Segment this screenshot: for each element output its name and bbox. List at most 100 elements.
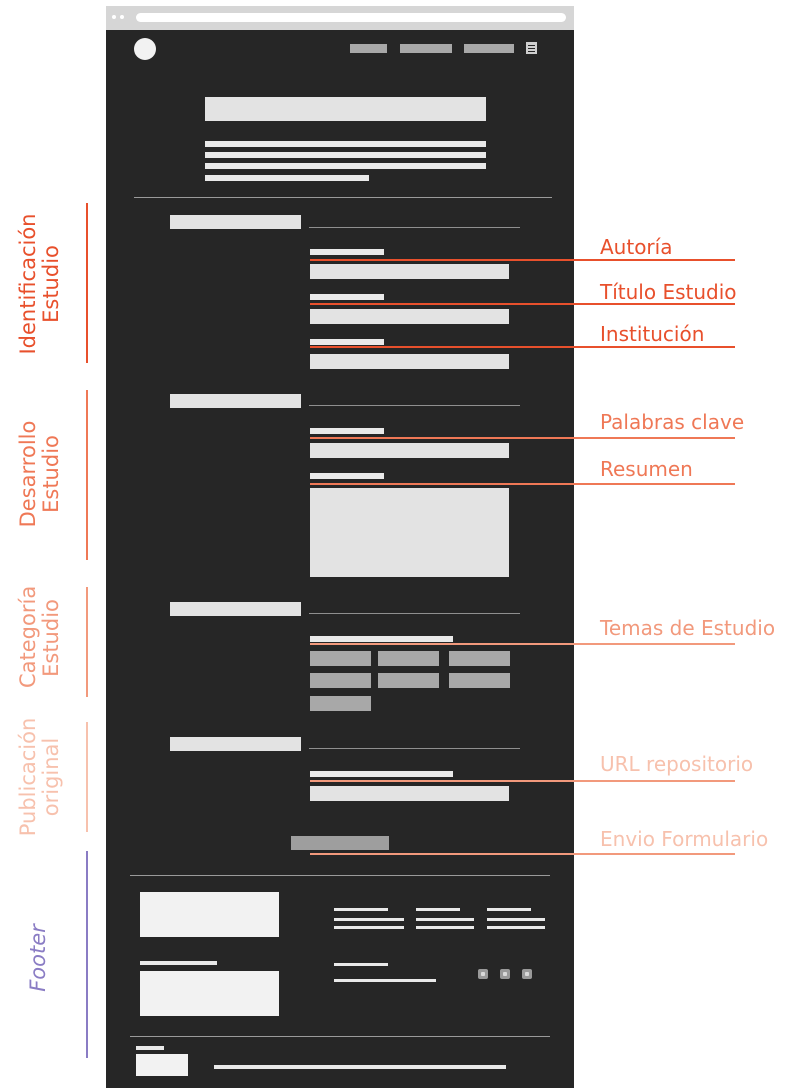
footer-link[interactable] [487, 918, 545, 921]
annotation-label: Temas de Estudio [600, 616, 776, 640]
section-heading-placeholder [170, 394, 301, 408]
youtube-icon[interactable] [522, 969, 532, 979]
footer-link[interactable] [487, 926, 545, 929]
address-bar[interactable] [136, 13, 566, 22]
autoria-input[interactable] [310, 264, 509, 279]
footer-bottom-box [136, 1054, 188, 1076]
section-heading-placeholder [170, 215, 301, 229]
titulo-input[interactable] [310, 309, 509, 324]
submit-button[interactable] [291, 836, 389, 850]
section-label-line: Publicación [16, 717, 40, 837]
section-label-line: Estudio [39, 245, 63, 323]
annotation-label: Palabras clave [600, 410, 745, 434]
nav-item-placeholder[interactable] [464, 44, 514, 53]
resumen-textarea[interactable] [310, 488, 509, 577]
topic-chip[interactable] [449, 673, 510, 688]
section-label-line: Footer [26, 924, 50, 992]
topic-chip[interactable] [378, 651, 439, 666]
logo-placeholder[interactable] [134, 38, 156, 60]
annotation-label: Institución [600, 322, 705, 346]
header-divider [134, 197, 552, 198]
section-label-line: Estudio [39, 435, 63, 513]
footer-bottom-divider [130, 1036, 550, 1037]
section-label-categoria: Categoría Estudio [16, 585, 63, 688]
annotation-leader-resumen [310, 483, 735, 485]
field-label-placeholder [310, 428, 384, 434]
footer-link[interactable] [334, 979, 436, 982]
intro-text-line [205, 141, 486, 147]
footer-link[interactable] [416, 926, 474, 929]
section-rule [309, 227, 520, 228]
section-bracket-desarrollo [86, 390, 88, 560]
footer-link-heading[interactable] [416, 908, 460, 911]
annotation-label: Autoría [600, 235, 673, 259]
annotation-label: Resumen [600, 457, 693, 481]
footer-link-heading[interactable] [334, 963, 388, 966]
section-heading-placeholder [170, 737, 301, 751]
topic-chip[interactable] [378, 673, 439, 688]
menu-icon[interactable] [526, 42, 537, 54]
section-bracket-identificacion [86, 203, 88, 363]
section-bracket-categoria [86, 587, 88, 697]
section-bracket-publicacion [86, 722, 88, 832]
section-label-line: Identificación [16, 213, 40, 355]
annotation-label: URL repositorio [600, 752, 754, 776]
footer-link-heading[interactable] [334, 908, 388, 911]
intro-text-line [205, 175, 369, 181]
footer-link[interactable] [416, 918, 474, 921]
wireframe-screen [106, 30, 574, 1088]
annotation-label: Título Estudio [600, 280, 737, 304]
footer-small-label [136, 1046, 164, 1050]
section-label-desarrollo: Desarrollo Estudio [16, 414, 63, 534]
topic-chip[interactable] [310, 696, 371, 711]
section-bracket-footer [86, 851, 88, 1058]
section-label-line: Categoría [16, 585, 40, 688]
annotation-leader-palabras [310, 437, 735, 439]
topic-chip[interactable] [449, 651, 510, 666]
field-label-placeholder [310, 294, 384, 300]
footer-label-placeholder [140, 961, 217, 965]
social-icon[interactable] [500, 969, 510, 979]
url-repositorio-input[interactable] [310, 786, 509, 801]
section-label-line: Desarrollo [16, 420, 40, 528]
section-heading-placeholder [170, 602, 301, 616]
window-dot [120, 15, 124, 19]
institucion-input[interactable] [310, 354, 509, 369]
intro-text-line [205, 163, 486, 169]
footer-divider [130, 875, 550, 876]
field-label-placeholder [310, 339, 384, 345]
footer-link[interactable] [334, 926, 404, 929]
section-label-identificacion: Identificación Estudio [16, 194, 63, 374]
browser-toolbar [106, 6, 574, 30]
annotation-leader-titulo [310, 303, 735, 305]
intro-text-line [205, 152, 486, 158]
nav-item-placeholder[interactable] [400, 44, 452, 53]
topic-chip[interactable] [310, 651, 371, 666]
section-rule [309, 748, 520, 749]
footer-box [140, 971, 279, 1016]
page-title-placeholder [205, 97, 486, 121]
section-label-line: Estudio [39, 599, 63, 677]
footer-link[interactable] [334, 918, 404, 921]
section-label-line: original [39, 737, 63, 817]
field-label-placeholder [310, 249, 384, 255]
section-rule [309, 405, 520, 406]
footer-box [140, 892, 279, 937]
copyright-line [214, 1065, 506, 1069]
section-rule [309, 613, 520, 614]
annotation-leader-institucion [310, 346, 735, 348]
field-label-placeholder [310, 771, 453, 777]
window-dot [112, 15, 116, 19]
nav-item-placeholder[interactable] [350, 44, 387, 53]
topic-chip[interactable] [310, 673, 371, 688]
facebook-icon[interactable] [478, 969, 488, 979]
annotation-leader-envio [310, 853, 735, 855]
footer-link-heading[interactable] [487, 908, 531, 911]
section-label-footer: Footer [26, 918, 51, 998]
annotation-label: Envio Formulario [600, 827, 769, 851]
field-label-placeholder [310, 636, 453, 642]
annotation-leader-temas [310, 643, 735, 645]
palabras-clave-input[interactable] [310, 443, 509, 458]
annotation-leader-autoria [310, 259, 735, 261]
field-label-placeholder [310, 473, 384, 479]
